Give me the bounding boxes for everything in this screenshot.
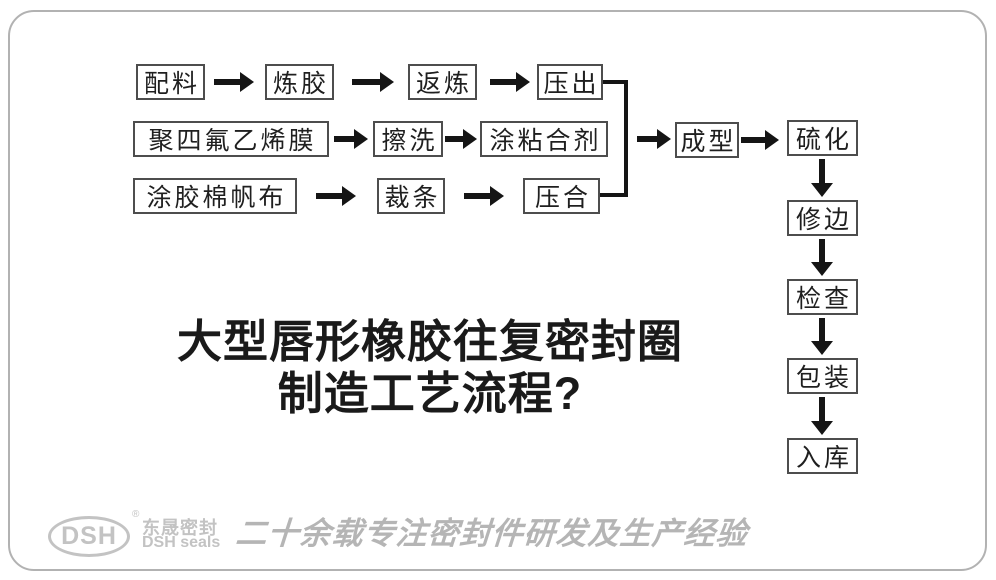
flow-step-r1-1: 配料 <box>136 64 205 100</box>
arrow-right-icon <box>464 186 504 206</box>
brand-name-cn: 东晟密封 <box>142 518 218 538</box>
merge-bracket-top <box>603 80 628 84</box>
arrow-right-icon <box>316 186 356 206</box>
flow-step-chain-2: 检查 <box>787 279 858 315</box>
flow-step-vulcanization: 硫化 <box>787 120 858 156</box>
brand-name-en: DSH seals <box>142 534 221 551</box>
arrow-down-icon <box>811 159 833 197</box>
flow-step-r1-4: 压出 <box>537 64 603 100</box>
flow-step-r2-3: 涂粘合剂 <box>480 121 608 157</box>
arrow-right-icon <box>490 72 530 92</box>
dsh-logo-text: DSH <box>61 522 117 550</box>
arrow-right-icon <box>334 129 368 149</box>
flow-step-chain-1: 修边 <box>787 200 858 236</box>
diagram-title: 大型唇形橡胶往复密封圈 制造工艺流程? <box>98 316 762 420</box>
frame-border <box>8 10 987 571</box>
flow-step-forming: 成型 <box>675 122 739 158</box>
flow-step-r1-3: 返炼 <box>408 64 477 100</box>
slogan-calligraphy: 二十余载专注密封件研发及生产经验 <box>234 516 750 552</box>
flow-step-r3-3: 压合 <box>523 178 600 214</box>
arrow-right-icon <box>741 130 779 150</box>
arrow-right-icon <box>214 72 254 92</box>
flow-step-chain-3: 包装 <box>787 358 858 394</box>
flow-step-chain-4: 入库 <box>787 438 858 474</box>
arrow-down-icon <box>811 239 833 276</box>
flow-step-r3-1: 涂胶棉帆布 <box>133 178 297 214</box>
arrow-down-icon <box>811 318 833 355</box>
arrow-right-icon <box>445 129 477 149</box>
diagram-title-line1: 大型唇形橡胶往复密封圈 <box>176 316 683 367</box>
flow-step-r2-1: 聚四氟乙烯膜 <box>133 121 329 157</box>
flow-step-r1-2: 炼胶 <box>265 64 334 100</box>
diagram-title-line2: 制造工艺流程? <box>277 368 583 419</box>
merge-bracket-vertical <box>624 80 628 197</box>
arrow-right-icon <box>637 129 671 149</box>
merge-bracket-bottom <box>600 193 628 197</box>
flow-step-r3-2: 裁条 <box>377 178 445 214</box>
arrow-right-icon <box>352 72 394 92</box>
dsh-logo: DSH <box>48 516 130 557</box>
registered-mark-icon: ® <box>132 509 140 520</box>
arrow-down-icon <box>811 397 833 435</box>
flow-step-r2-2: 擦洗 <box>373 121 443 157</box>
